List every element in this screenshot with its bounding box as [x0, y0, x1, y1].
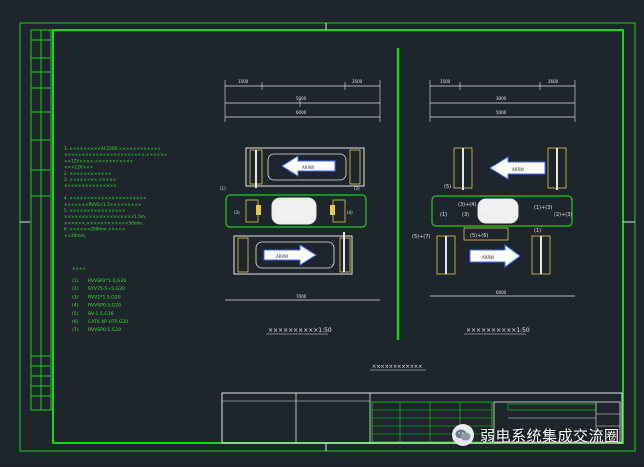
note-line: 2. ××××××××××××: [64, 171, 111, 176]
note-line: ×××××××××××××××: [64, 183, 117, 188]
left-dimension-lines: 1500 3500 5000 6000 7000: [224, 79, 381, 301]
left-dim-bottom: 7000: [296, 294, 307, 299]
right-arrow-bottom: ARRW: [469, 244, 521, 268]
binding-strip: [30, 29, 52, 411]
note-line: ××××××××××××××××××××1.5m,: [64, 214, 146, 219]
svg-text:ARRW: ARRW: [302, 165, 314, 170]
left-dim-4: 6000: [296, 110, 307, 115]
right-tag-3: (1): [440, 212, 447, 218]
right-tag-1: (5): [444, 184, 451, 190]
right-tag-8: (5)+(7): [412, 234, 430, 240]
note-line: ××20mm。: [64, 233, 89, 238]
right-dim-3: 3000: [496, 96, 507, 101]
left-arrow-bottom: ARRW: [263, 244, 317, 266]
watermark: 弱电系统集成交流圈: [452, 420, 642, 450]
legend-value: CAT6 4P UTP,G20: [88, 319, 128, 325]
note-line: 1. ×××××××××AC220V,××××××××××××: [64, 146, 161, 151]
svg-text:ARRW: ARRW: [482, 255, 494, 260]
left-lane-layout: (1) (2) (3) (4): [220, 147, 367, 275]
note-line: 3. ××××××××,×××××: [64, 177, 116, 182]
right-arrow-top: ARRW: [489, 156, 546, 180]
right-dim-2: 2600: [548, 79, 559, 84]
legend-title: ××××: [72, 266, 86, 271]
note-line: 5. ××××××××××××××××: [64, 208, 125, 213]
legend-key: (7): [72, 327, 79, 333]
svg-text:ARRW: ARRW: [512, 167, 524, 172]
legend-value: RVVSP2*1.0,G20: [88, 278, 126, 284]
note-line: ××12V××××,×××××××××××: [64, 158, 133, 163]
svg-text:ARRW: ARRW: [276, 254, 288, 259]
legend-key: (4): [72, 303, 79, 309]
note-line: ×××12V×××: [64, 165, 93, 170]
right-dim-1: 1500: [440, 79, 451, 84]
watermark-text: 弱电系统集成交流圈: [480, 426, 620, 445]
right-tag-5: (1): [482, 212, 489, 218]
right-caption: ××××××××××1:50: [466, 327, 530, 334]
cable-legend: ×××× (1) RVVSP2*1.0,G20 (2) SYV75-5+5,G20 (3)…: [72, 266, 128, 333]
legend-value: RVV2*1.5,G20: [88, 294, 121, 300]
right-tag-2: (3)+(4): [458, 202, 476, 208]
outer-frame: [19, 22, 636, 452]
right-tag-10: (1): [534, 228, 541, 234]
design-notes: 1. ×××××××××AC220V,×××××××××××××××××××××…: [64, 146, 167, 238]
right-tag-4: (3): [462, 212, 469, 218]
left-dim-2: 3500: [352, 79, 363, 84]
legend-key: (6): [72, 319, 79, 325]
left-tag-3: (3): [234, 210, 240, 215]
note-line: ××××××,××××××××××××50mm,: [64, 220, 143, 225]
left-dim-1: 1500: [238, 79, 249, 84]
left-tag-1: (1): [220, 186, 226, 191]
legend-key: (2): [72, 286, 79, 292]
left-dim-3: 5000: [296, 96, 307, 101]
right-tag-6: (1)+(3): [534, 205, 552, 211]
right-tag-7: (2)+(3): [554, 212, 572, 218]
legend-key: (3): [72, 294, 79, 300]
wechat-icon: [452, 424, 474, 446]
note-line: 6. ××××××200mm,×××××: [64, 227, 125, 232]
legend-value: RVVSP0.5,G20: [88, 327, 121, 333]
note-line: 4. ××××××××××××××××××××××: [64, 196, 147, 201]
legend-key: (5): [72, 311, 79, 317]
legend-value: SYV75-5+5,G20: [88, 286, 125, 292]
left-caption: ××××××××××1:50: [268, 327, 332, 334]
left-tag-4: (4): [347, 210, 353, 215]
note-line: ×××××××××××××××××××××××,××××××: [64, 152, 167, 157]
left-arrow-top: ARRW: [281, 155, 336, 177]
legend-key: (1): [72, 278, 79, 284]
right-dim-4: 5000: [496, 110, 507, 115]
right-dim-bottom: 6000: [496, 290, 507, 295]
right-tag-9: (5)+(6): [470, 233, 488, 239]
legend-value: BV-1.5,G16: [88, 311, 114, 317]
note-line: ×××××××RVV2×1.5×××××××××: [64, 202, 141, 207]
legend-value: RVVSP0.5,G20: [88, 303, 121, 309]
right-lane-layout: (5) (3)+(4) (1) (3) (1) (1)+(3) (2)+(3) …: [412, 147, 573, 275]
left-tag-2: (2): [354, 186, 360, 191]
center-caption: ××××××××××××: [372, 364, 422, 370]
right-dimension-lines: 1500 2600 3000 5000 6000: [429, 79, 576, 297]
